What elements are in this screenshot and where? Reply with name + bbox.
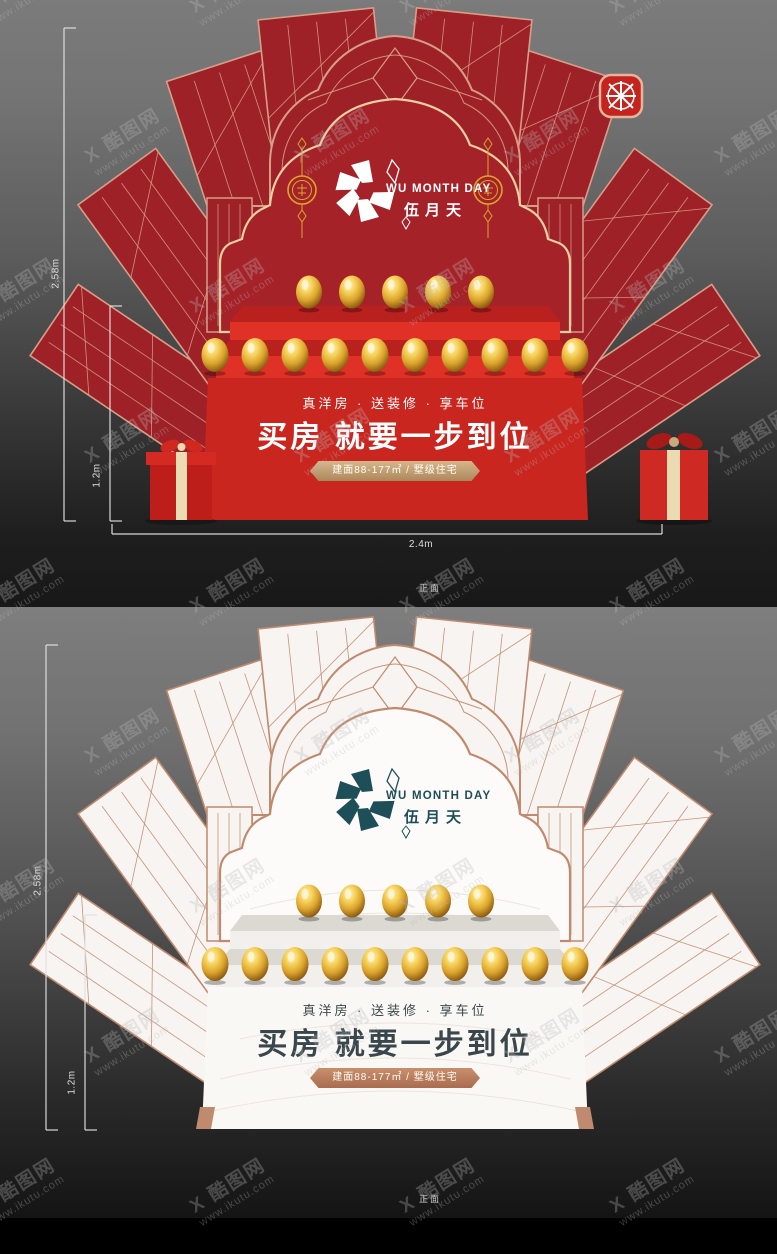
ikutu-logo-stamp — [598, 73, 644, 124]
ikutu-logo-icon — [598, 73, 644, 119]
dim-width-label: 2.4m — [408, 539, 434, 550]
dim-base-height-label: 1.2m — [91, 463, 103, 488]
logo-text-en: WU MONTH DAY — [386, 790, 492, 802]
headline-text: 买房 就要一步到位 — [257, 1028, 533, 1061]
dim-total-height-label: 2.58m — [32, 865, 44, 896]
view-label: 正面 — [418, 1194, 441, 1204]
front-view-red-panel: 2.58m 1.2m 2.4m WU MONTH DAY 伍月天 真洋房 · 送… — [0, 0, 777, 607]
view-label: 正面 — [418, 583, 441, 593]
logo-text-zh: 伍月天 — [404, 809, 468, 826]
tagline-text: 真洋房 · 送装修 · 享车位 — [302, 396, 488, 411]
tagline-text: 真洋房 · 送装修 · 享车位 — [302, 1003, 488, 1018]
stand-illustration-white — [29, 615, 761, 1131]
front-view-white-panel: 2.58m 1.2m WU MONTH DAY 伍月天 真洋房 · 送装修 · … — [0, 607, 777, 1218]
logo-text-en: WU MONTH DAY — [386, 183, 492, 195]
logo-text-zh: 伍月天 — [404, 202, 468, 219]
area-badge: 建面88-177㎡ / 墅级住宅 — [310, 1068, 480, 1088]
dim-base-height-label: 1.2m — [66, 1070, 78, 1095]
headline-text: 买房 就要一步到位 — [257, 421, 533, 454]
area-badge: 建面88-177㎡ / 墅级住宅 — [310, 461, 480, 481]
dim-total-height-label: 2.58m — [50, 258, 62, 289]
stand-illustration-red — [29, 6, 761, 535]
